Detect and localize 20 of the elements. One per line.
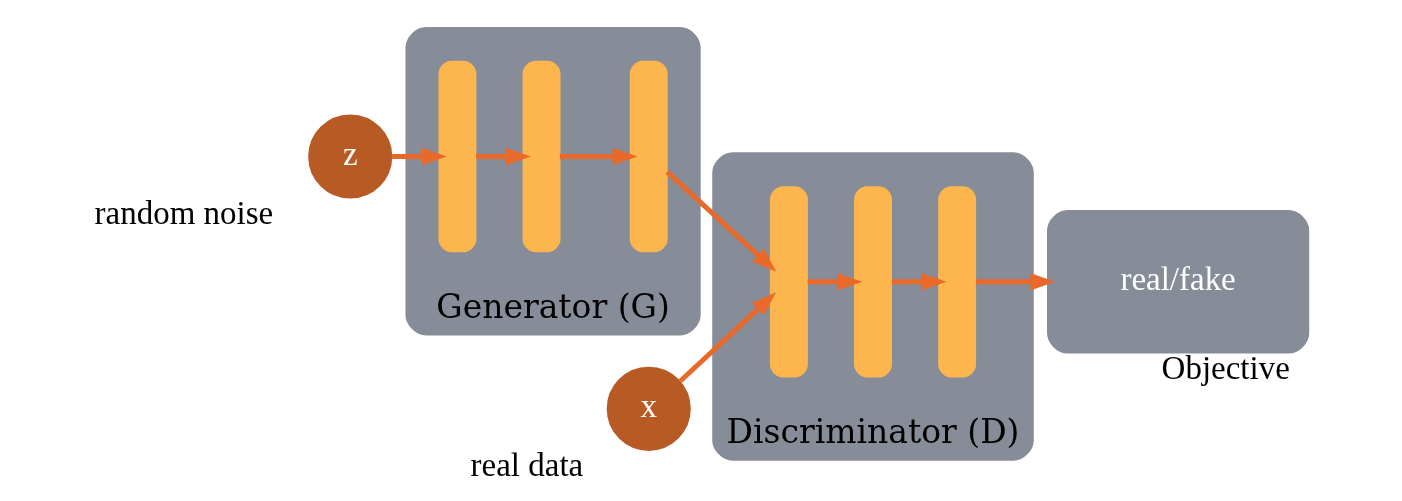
arrow <box>677 292 776 384</box>
node-bar <box>937 186 976 378</box>
node-label: real data <box>470 447 583 484</box>
arrow <box>559 147 638 166</box>
node-circle: x <box>606 366 691 451</box>
arrow <box>975 273 1055 291</box>
arrow <box>665 170 776 272</box>
node-bar <box>853 186 892 378</box>
arrow <box>475 147 531 166</box>
arrow <box>807 273 862 291</box>
node-label: random noise <box>94 195 273 232</box>
arrow <box>891 273 946 291</box>
cluster: Generator (G) <box>404 27 701 336</box>
node-circle: z <box>307 114 392 199</box>
node-bar <box>769 186 808 378</box>
node-bar <box>437 60 476 253</box>
node-box: real/fake <box>1046 210 1309 354</box>
arrow <box>391 147 447 166</box>
node-bar <box>629 60 668 253</box>
node-bar <box>522 60 560 253</box>
